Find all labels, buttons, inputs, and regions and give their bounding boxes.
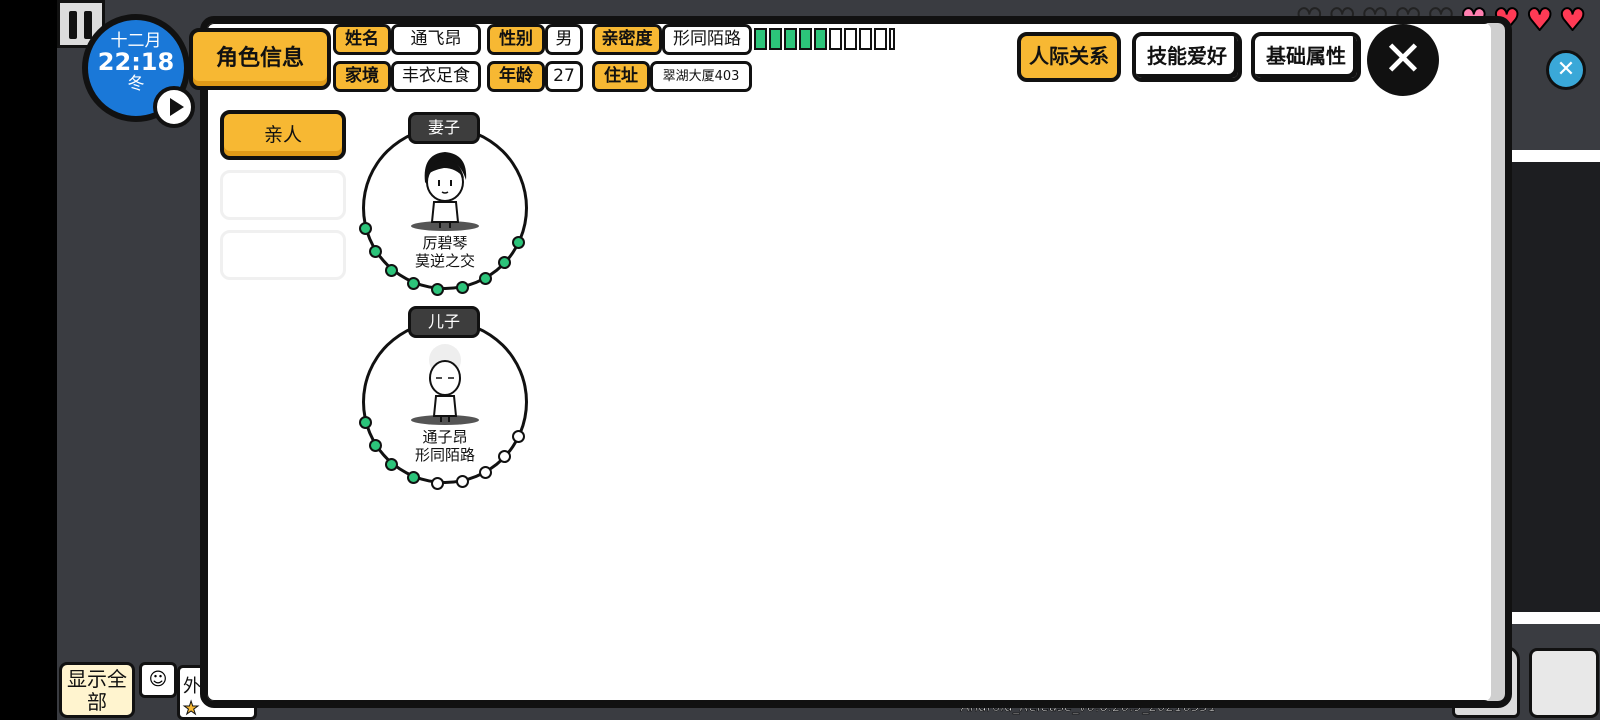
tab-attributes[interactable]: 基础属性 bbox=[1251, 32, 1361, 82]
bond-dot bbox=[479, 272, 492, 285]
close-icon: ✕ bbox=[1382, 31, 1424, 87]
bond-dot bbox=[430, 476, 444, 490]
bond-dot bbox=[358, 416, 372, 430]
clock-season: 冬 bbox=[127, 74, 145, 94]
gender-value: 男 bbox=[545, 24, 583, 55]
son-avatar bbox=[411, 344, 479, 425]
relation-status: 形同陌路 bbox=[414, 446, 475, 464]
bond-dot bbox=[512, 429, 526, 443]
relation-name: 通子昂 bbox=[422, 428, 468, 446]
intimacy-segment bbox=[859, 28, 872, 50]
close-button[interactable]: ✕ bbox=[1367, 24, 1439, 96]
bond-dot bbox=[498, 256, 512, 270]
relation-card-wife[interactable]: 妻子 厉碧琴 莫逆之交 bbox=[358, 112, 532, 296]
bond-dot bbox=[368, 439, 382, 453]
book-icon[interactable]: ☺ bbox=[139, 662, 177, 698]
tab-skills[interactable]: 技能爱好 bbox=[1132, 32, 1242, 82]
intimacy-segment bbox=[769, 28, 782, 50]
tools-icon[interactable]: ✕ bbox=[1546, 50, 1586, 90]
show-all-label: 显示全部 bbox=[67, 667, 127, 714]
bond-dot bbox=[406, 470, 420, 484]
age-label: 年龄 bbox=[487, 61, 545, 92]
bond-dot bbox=[385, 457, 399, 471]
bond-dot bbox=[368, 245, 382, 259]
wife-avatar bbox=[411, 152, 479, 231]
bond-dot bbox=[498, 450, 512, 464]
family-label: 家境 bbox=[333, 61, 391, 92]
heart-icon: ♥ bbox=[1558, 3, 1587, 38]
gender-label: 性别 bbox=[487, 24, 545, 55]
relation-card-son[interactable]: 儿子 通子昂 形同陌路 bbox=[358, 306, 532, 490]
relation-name: 厉碧琴 bbox=[422, 234, 468, 252]
category-tab-faded[interactable] bbox=[220, 230, 346, 280]
family-value: 丰衣足食 bbox=[391, 61, 481, 92]
bond-dot bbox=[406, 276, 420, 290]
clock-time: 22:18 bbox=[97, 48, 175, 76]
outer-tab-label: 外 bbox=[183, 676, 201, 697]
star-icon: ★ bbox=[182, 698, 200, 720]
address-label: 住址 bbox=[592, 61, 650, 92]
pause-button[interactable] bbox=[57, 0, 105, 48]
relation-status: 莫逆之交 bbox=[414, 252, 475, 270]
bond-dot bbox=[385, 263, 399, 277]
intimacy-segment bbox=[889, 28, 895, 50]
intimacy-segment bbox=[784, 28, 797, 50]
intimacy-label: 亲密度 bbox=[592, 24, 662, 55]
intimacy-segment bbox=[799, 28, 812, 50]
intimacy-segment bbox=[844, 28, 857, 50]
panel-title: 角色信息 bbox=[189, 28, 331, 90]
intimacy-meter bbox=[754, 28, 904, 50]
tab-relations[interactable]: 人际关系 bbox=[1017, 32, 1121, 82]
intimacy-segment bbox=[874, 28, 887, 50]
bond-dot bbox=[512, 235, 526, 249]
bond-dot bbox=[455, 281, 469, 295]
play-icon[interactable] bbox=[153, 86, 195, 128]
intimacy-segment bbox=[829, 28, 842, 50]
bond-dot bbox=[358, 222, 372, 236]
safe-icon[interactable] bbox=[1529, 648, 1599, 718]
category-tab-faded[interactable] bbox=[220, 170, 346, 220]
address-value: 翠湖大厦403 bbox=[650, 61, 752, 92]
bond-dot bbox=[479, 466, 492, 479]
heart-icon: ♥ bbox=[1525, 3, 1554, 38]
show-all-button[interactable]: 显示全部 bbox=[59, 662, 135, 718]
name-value: 通飞昂 bbox=[391, 24, 481, 55]
relation-role: 妻子 bbox=[408, 112, 480, 144]
intimacy-segment bbox=[814, 28, 827, 50]
age-value: 27 bbox=[545, 61, 583, 92]
category-family-tab[interactable]: 亲人 bbox=[220, 110, 346, 160]
clock-month: 十二月 bbox=[110, 31, 162, 51]
bond-dot bbox=[430, 282, 444, 296]
intimacy-value: 形同陌路 bbox=[662, 24, 752, 55]
bond-dot bbox=[455, 475, 469, 489]
name-label: 姓名 bbox=[333, 24, 391, 55]
relation-role: 儿子 bbox=[408, 306, 480, 338]
game-screen: ♥ ♥ ♥ ♥ ♥ ♥ ♥ ♥ ♥ 十二月 22:18 冬 Z Z ✕ 显示全部… bbox=[57, 0, 1600, 720]
intimacy-segment bbox=[754, 28, 767, 50]
